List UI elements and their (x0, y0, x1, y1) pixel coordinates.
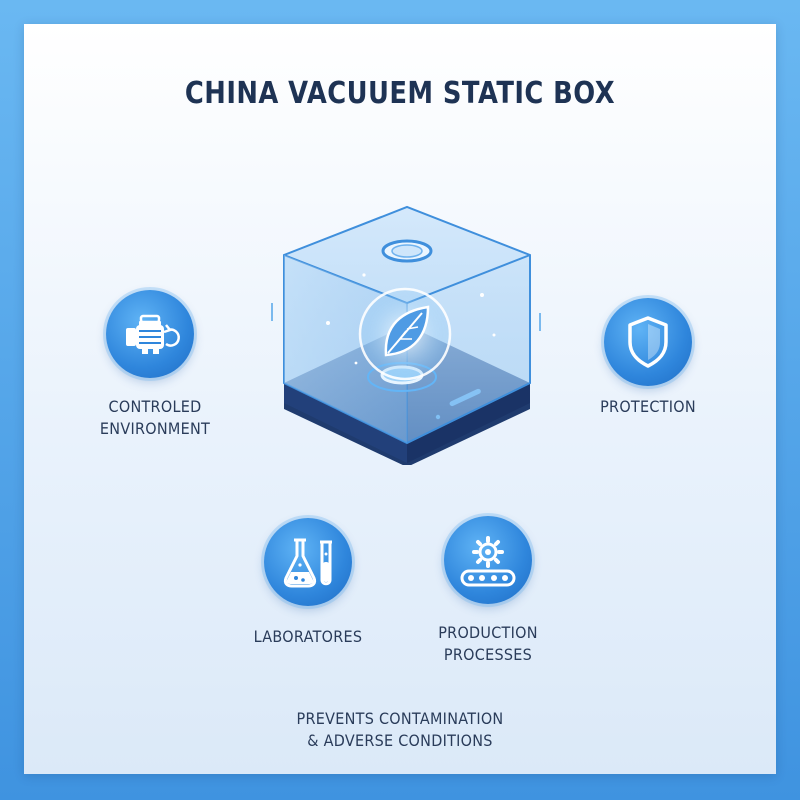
label-production-processes: PRODUCTION PROCESSES (438, 623, 538, 664)
label-protection: PROTECTION (600, 397, 696, 416)
motor-icon (106, 290, 194, 378)
vacuum-box-illustration (271, 205, 541, 465)
page-title: CHINA VACUUEM STATIC BOX (184, 76, 616, 111)
label-controlled-environment: CONTROLED ENVIRONMENT (99, 397, 211, 438)
label-laboratories: LABORATORES (253, 627, 363, 646)
gear-conveyor-icon (444, 516, 532, 604)
shield-icon (604, 298, 692, 386)
lab-flask-icon (264, 518, 352, 606)
footer-tagline: PREVENTS CONTAMINATION & ADVERSE CONDITI… (296, 709, 504, 750)
